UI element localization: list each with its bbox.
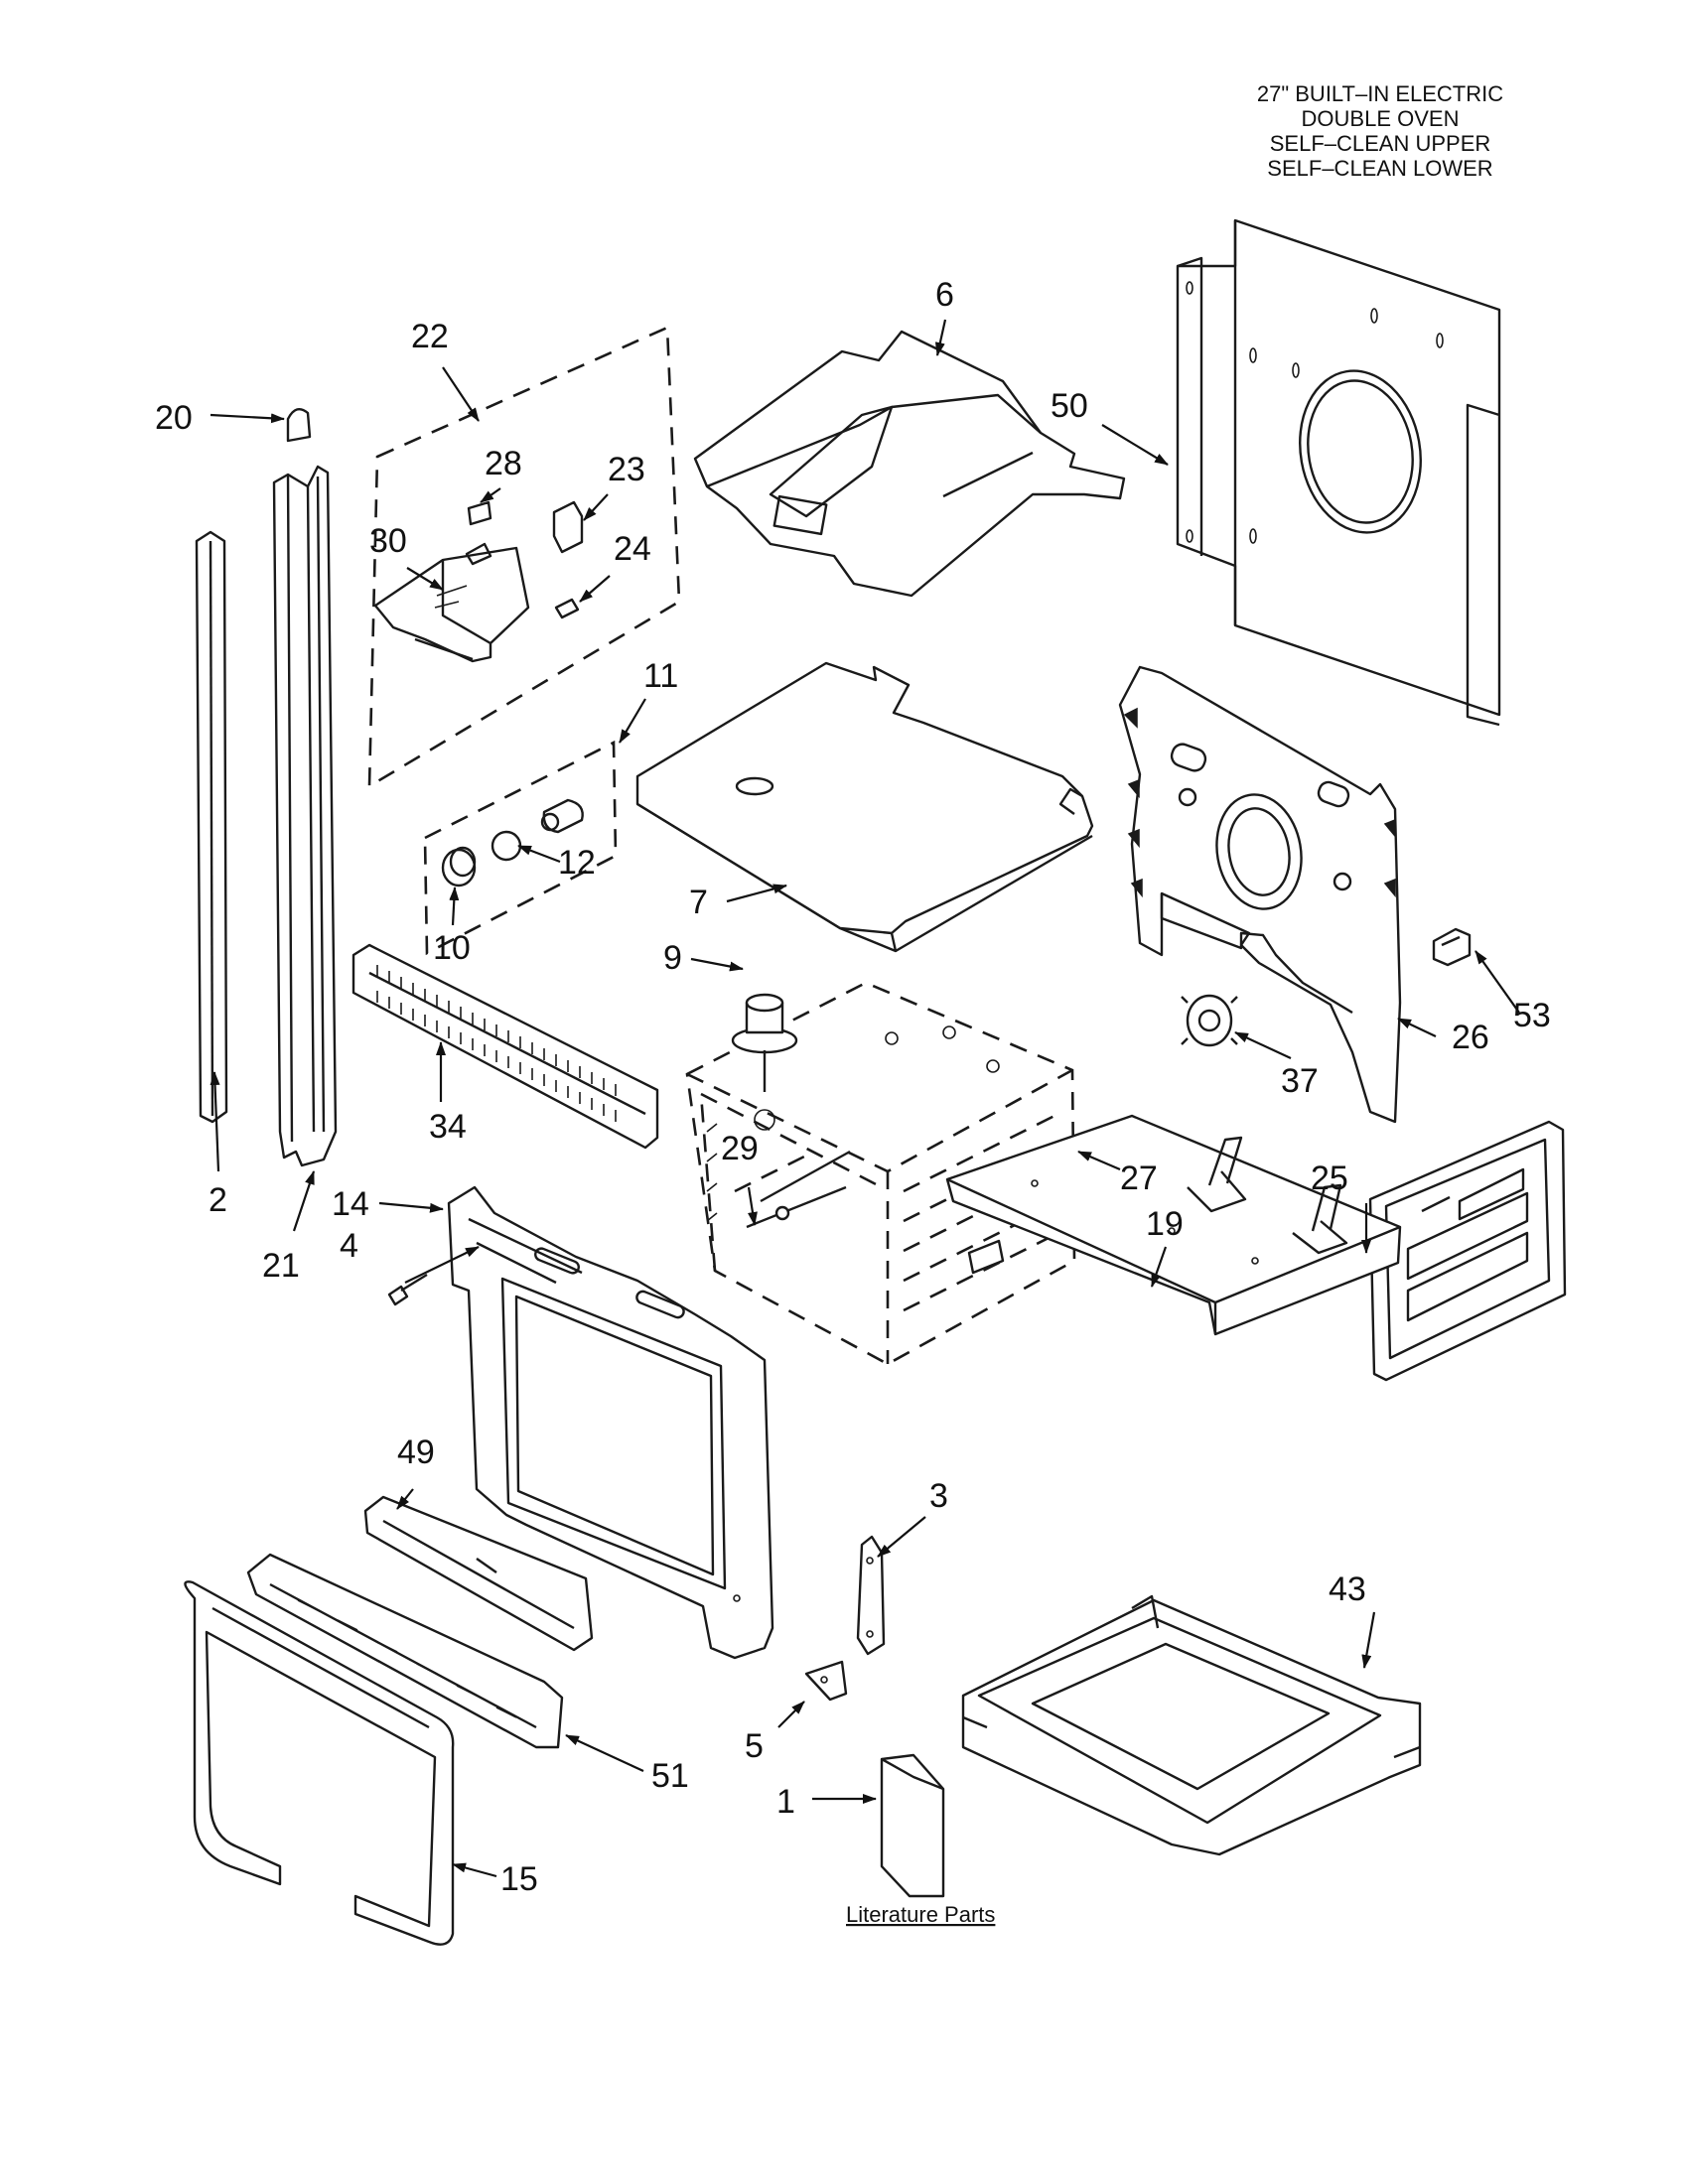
leader-28 xyxy=(480,487,501,503)
callout-51: 51 xyxy=(651,1757,689,1795)
callout-labels: 20 22 28 23 24 30 6 50 11 12 10 7 9 53 2… xyxy=(155,276,1551,1927)
callout-6: 6 xyxy=(935,276,954,314)
leader-51 xyxy=(565,1734,644,1772)
callout-23: 23 xyxy=(608,451,645,488)
part-2-side-rail xyxy=(195,530,228,1124)
callout-11: 11 xyxy=(643,657,678,695)
callout-14: 14 xyxy=(332,1185,369,1223)
callout-4: 4 xyxy=(340,1227,358,1265)
leader-10 xyxy=(449,887,460,926)
part-53-switch xyxy=(1432,927,1472,967)
part-27-oven-cavity xyxy=(685,981,1076,1366)
callout-2: 2 xyxy=(209,1181,227,1219)
leader-26 xyxy=(1397,1018,1437,1037)
callout-10: 10 xyxy=(433,929,471,967)
leader-15 xyxy=(452,1862,497,1878)
callout-12: 12 xyxy=(558,844,596,882)
part-43-bottom-pan xyxy=(961,1594,1422,1856)
leader-23 xyxy=(583,493,609,521)
part-26-side-panel xyxy=(1118,665,1402,1124)
callout-29: 29 xyxy=(721,1130,759,1167)
leader-53 xyxy=(1474,950,1520,1014)
callout-1: 1 xyxy=(776,1783,795,1821)
part-49-vent-trim xyxy=(363,1495,594,1652)
callout-3: 3 xyxy=(929,1477,948,1515)
diagram-title: 27" BUILT–IN ELECTRIC DOUBLE OVEN SELF–C… xyxy=(1221,81,1539,181)
title-line-3: SELF–CLEAN UPPER xyxy=(1269,131,1491,156)
part-19-floor-panel xyxy=(945,1114,1402,1336)
leader-22 xyxy=(442,366,480,422)
literature-parts-label: Literature Parts xyxy=(846,1902,995,1927)
leader-9 xyxy=(690,957,744,972)
part-22-control-group xyxy=(367,326,681,789)
part-34-vent-grille xyxy=(351,943,659,1150)
leader-lines xyxy=(210,319,1520,1878)
leader-4 xyxy=(404,1246,480,1284)
callout-5: 5 xyxy=(745,1727,764,1765)
leader-30 xyxy=(406,567,444,591)
callout-24: 24 xyxy=(614,530,651,568)
part-15-door-gasket xyxy=(184,1580,455,1946)
callout-20: 20 xyxy=(155,399,193,437)
part-21-vertical-trim xyxy=(272,465,338,1167)
callout-25: 25 xyxy=(1311,1160,1348,1197)
leader-7 xyxy=(726,884,787,903)
part-20-end-cap xyxy=(286,407,312,443)
title-line-4: SELF–CLEAN LOWER xyxy=(1267,156,1493,181)
part-37-gasket xyxy=(1181,994,1238,1047)
callout-19: 19 xyxy=(1146,1205,1184,1243)
leader-11 xyxy=(619,698,646,744)
part-3-hinge-bracket xyxy=(856,1535,886,1656)
leader-12 xyxy=(517,844,561,864)
leader-27 xyxy=(1077,1150,1121,1171)
callout-43: 43 xyxy=(1329,1570,1366,1608)
leader-29 xyxy=(747,1186,758,1226)
leader-14 xyxy=(378,1201,444,1213)
leader-20 xyxy=(210,413,285,424)
leader-50 xyxy=(1101,424,1169,466)
callout-9: 9 xyxy=(663,939,682,977)
leader-37 xyxy=(1234,1031,1292,1059)
leader-2 xyxy=(210,1071,220,1172)
callout-53: 53 xyxy=(1513,997,1551,1034)
leader-6 xyxy=(934,319,947,356)
callout-21: 21 xyxy=(262,1247,300,1285)
title-line-1: 27" BUILT–IN ELECTRIC xyxy=(1256,81,1504,106)
part-5-bracket xyxy=(804,1660,848,1702)
part-11-light-group xyxy=(423,740,618,956)
part-14-door-frame xyxy=(447,1185,774,1660)
part-7-top-panel xyxy=(635,661,1094,953)
leader-24 xyxy=(579,575,611,603)
leader-43 xyxy=(1361,1611,1376,1669)
leader-19 xyxy=(1150,1246,1168,1288)
callout-49: 49 xyxy=(397,1433,435,1471)
callout-37: 37 xyxy=(1281,1062,1319,1100)
callout-27: 27 xyxy=(1120,1160,1158,1197)
part-50-rear-panel xyxy=(1176,218,1501,727)
leader-3 xyxy=(877,1516,926,1558)
leader-21 xyxy=(292,1170,316,1232)
callout-15: 15 xyxy=(500,1860,538,1898)
callout-22: 22 xyxy=(411,318,449,355)
part-6-top-cover xyxy=(693,330,1126,598)
part-51-trim-strip xyxy=(246,1553,564,1749)
part-4-screw xyxy=(387,1273,428,1306)
part-29-rack-support xyxy=(746,1185,847,1229)
leader-5 xyxy=(777,1701,805,1728)
callout-26: 26 xyxy=(1452,1019,1489,1056)
leader-49 xyxy=(396,1488,414,1510)
callout-28: 28 xyxy=(485,445,522,482)
part-9-vent-assembly xyxy=(731,993,798,1092)
callout-34: 34 xyxy=(429,1108,467,1146)
title-line-2: DOUBLE OVEN xyxy=(1301,106,1460,131)
part-25-lower-rear-panel xyxy=(1368,1120,1567,1382)
part-1-literature xyxy=(880,1753,945,1898)
callout-30: 30 xyxy=(369,522,407,560)
callout-50: 50 xyxy=(1051,387,1088,425)
callout-7: 7 xyxy=(689,884,708,921)
